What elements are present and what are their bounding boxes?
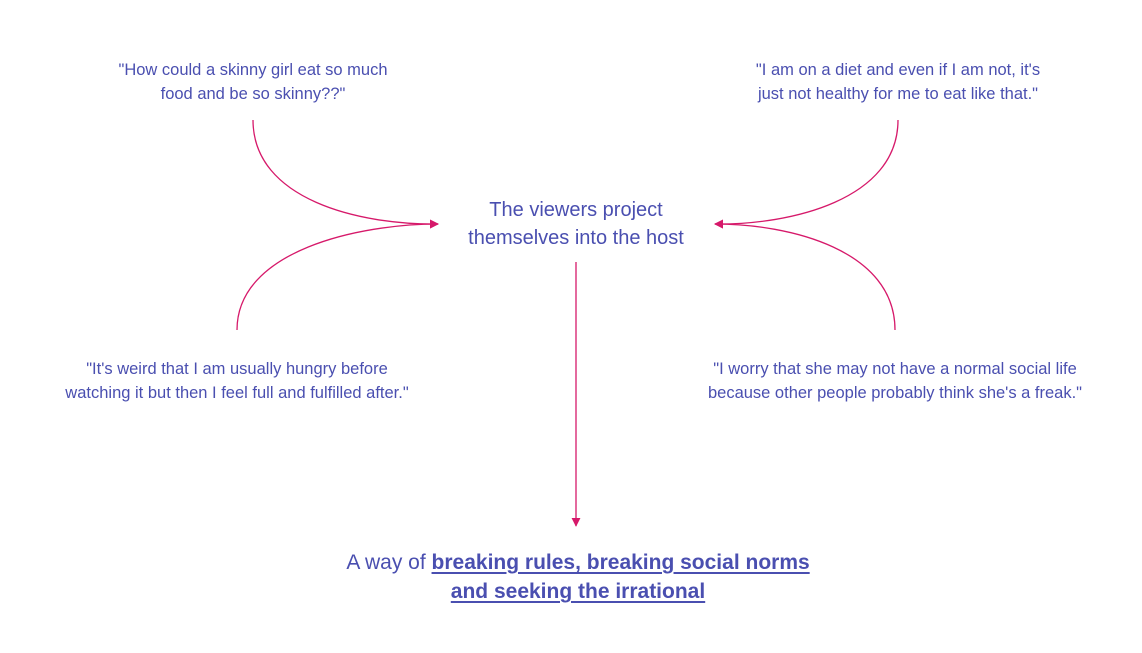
quote-top-left-line-2: food and be so skinny??" [160,85,346,103]
arrow-bottom-left-to-center [236,219,439,331]
arrow-top-left-to-center [252,119,439,229]
center-node-line-1: The viewers project [489,199,663,221]
conclusion-line-1: A way of breaking rules, breaking social… [346,548,809,577]
quote-top-right-line-1: "I am on a diet and even if I am not, it… [755,61,1041,79]
quote-top-left-line-1: "How could a skinny girl eat so much [118,61,388,79]
conclusion-emphasis-1: breaking rules, breaking social norms [431,551,810,574]
conclusion-prefix: A way of [346,551,432,574]
arrow-top-right-to-center [714,119,899,229]
quote-top-left: "How could a skinny girl eat so much foo… [118,58,387,106]
quote-bottom-right-line-1: "I worry that she may not have a normal … [713,360,1077,378]
conclusion-node: A way of breaking rules, breaking social… [346,548,809,606]
center-node-line-2: themselves into the host [468,227,684,249]
conclusion-emphasis-2: and seeking the irrational [450,580,706,603]
quote-bottom-left-line-1: "It's weird that I am usually hungry bef… [86,360,388,378]
quote-bottom-left: "It's weird that I am usually hungry bef… [65,357,408,405]
quote-top-right-line-2: just not healthy for me to eat like that… [757,85,1039,103]
arrow-bottom-right-to-center [714,219,896,331]
quote-bottom-left-line-2: watching it but then I feel full and ful… [65,384,409,402]
quote-top-right: "I am on a diet and even if I am not, it… [756,58,1040,106]
quote-bottom-right-line-2: because other people probably think she'… [707,384,1083,402]
quote-bottom-right: "I worry that she may not have a normal … [708,357,1082,405]
center-node: The viewers project themselves into the … [468,196,684,252]
conclusion-line-2: and seeking the irrational [346,577,809,606]
